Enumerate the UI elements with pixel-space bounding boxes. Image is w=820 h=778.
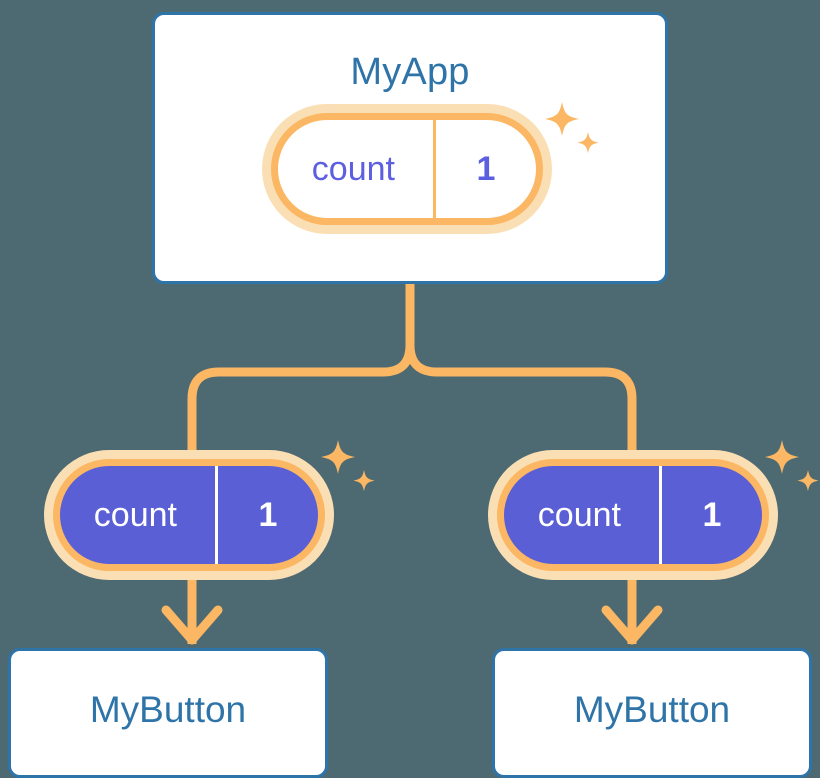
page-title: MyApp — [350, 51, 470, 93]
state-pill-value: 1 — [658, 466, 762, 564]
component-card-label: MyButton — [573, 689, 731, 730]
state-pill-body: count 1 — [497, 459, 769, 571]
state-pill-root[interactable]: count 1 — [262, 104, 552, 234]
state-pill-value: 1 — [432, 120, 536, 218]
state-pill-body: count 1 — [271, 113, 543, 225]
connector-branch-right — [405, 340, 637, 471]
sparkle-small-icon — [797, 470, 819, 492]
component-card-mybutton-right[interactable]: MyButton — [492, 648, 812, 778]
component-card-mybutton-left[interactable]: MyButton — [8, 648, 328, 778]
state-pill-key: count — [311, 149, 395, 188]
state-pill-child-left[interactable]: count 1 — [44, 450, 334, 580]
state-pill-key: count — [93, 495, 177, 534]
sparkle-small-icon — [353, 470, 375, 492]
connector-branch-left — [187, 340, 415, 471]
component-card-label: MyButton — [89, 689, 247, 730]
state-pill-child-right[interactable]: count 1 — [488, 450, 778, 580]
arrow-head-right — [601, 605, 663, 645]
state-pill-body: count 1 — [53, 459, 325, 571]
state-pill-value: 1 — [214, 466, 318, 564]
arrow-head-left — [161, 605, 223, 645]
state-pill-key: count — [537, 495, 621, 534]
